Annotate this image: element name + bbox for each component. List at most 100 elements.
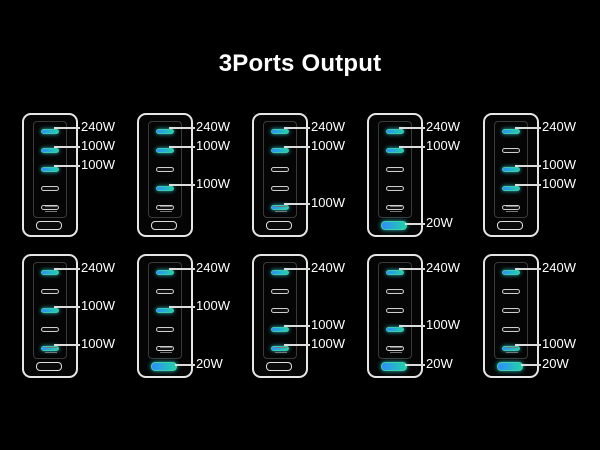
usb-c-port-icon (156, 167, 174, 172)
usb-c-port-icon (386, 129, 404, 134)
wattage-label: 240W (81, 119, 115, 134)
port-marking-icon (160, 206, 172, 212)
port-marking-icon (45, 206, 57, 212)
port-marking-icon (390, 206, 402, 212)
usb-c-port-icon (41, 270, 59, 275)
usb-c-port-icon (41, 289, 59, 294)
usb-c-port-icon (271, 167, 289, 172)
port-panel (148, 121, 182, 218)
leader-line (54, 146, 80, 148)
wattage-label: 20W (542, 356, 569, 371)
leader-line (54, 344, 80, 346)
charger-config: 240W 100W 100W (22, 254, 140, 379)
usb-a-port-icon (36, 221, 62, 230)
usb-c-port-icon (271, 186, 289, 191)
usb-c-port-icon (386, 308, 404, 313)
port-panel (33, 262, 67, 359)
usb-c-port-icon (271, 346, 289, 351)
charger-outline (22, 254, 78, 378)
leader-line (515, 165, 541, 167)
leader-line (515, 127, 541, 129)
port-panel (494, 262, 528, 359)
leader-line (284, 127, 310, 129)
usb-c-port-icon (502, 205, 520, 210)
usb-c-port-icon (271, 270, 289, 275)
usb-c-port-icon (386, 186, 404, 191)
usb-c-port-icon (156, 205, 174, 210)
charger-outline (483, 113, 539, 237)
usb-c-port-icon (386, 205, 404, 210)
usb-a-port-icon (266, 221, 292, 230)
wattage-label: 240W (311, 260, 345, 275)
port-panel (378, 262, 412, 359)
wattage-label: 100W (542, 157, 576, 172)
usb-c-port-icon (41, 129, 59, 134)
usb-c-port-icon (386, 327, 404, 332)
wattage-label: 100W (81, 298, 115, 313)
usb-c-port-icon (41, 308, 59, 313)
leader-line (54, 165, 80, 167)
usb-c-port-icon (156, 346, 174, 351)
leader-line (284, 146, 310, 148)
usb-c-port-icon (156, 289, 174, 294)
charger-outline (22, 113, 78, 237)
wattage-label: 100W (311, 195, 345, 210)
wattage-label: 240W (311, 119, 345, 134)
port-marking-icon (160, 347, 172, 353)
port-marking-icon (275, 206, 287, 212)
leader-line (284, 325, 310, 327)
wattage-label: 100W (196, 138, 230, 153)
page-title: 3Ports Output (218, 50, 382, 77)
wattage-label: 100W (311, 336, 345, 351)
leader-line (405, 223, 425, 225)
usb-a-port-icon (497, 221, 523, 230)
wattage-label: 100W (311, 138, 345, 153)
usb-c-port-icon (271, 308, 289, 313)
usb-c-port-icon (41, 167, 59, 172)
wattage-label: 100W (81, 336, 115, 351)
wattage-label: 240W (196, 260, 230, 275)
port-marking-icon (506, 347, 518, 353)
wattage-label: 240W (81, 260, 115, 275)
port-marking-icon (506, 206, 518, 212)
leader-line (169, 184, 195, 186)
port-panel (33, 121, 67, 218)
usb-c-port-icon (502, 289, 520, 294)
usb-c-port-icon (41, 148, 59, 153)
usb-c-port-icon (502, 346, 520, 351)
leader-line (399, 325, 425, 327)
wattage-label: 100W (196, 176, 230, 191)
leader-line (515, 344, 541, 346)
usb-a-port-icon (151, 362, 177, 371)
usb-a-port-icon (381, 362, 407, 371)
port-marking-icon (275, 347, 287, 353)
usb-a-port-icon (266, 362, 292, 371)
charger-outline (252, 254, 308, 378)
wattage-label: 240W (196, 119, 230, 134)
charger-outline (252, 113, 308, 237)
wattage-label: 240W (542, 119, 576, 134)
usb-c-port-icon (156, 270, 174, 275)
usb-c-port-icon (41, 346, 59, 351)
usb-c-port-icon (502, 270, 520, 275)
usb-c-port-icon (386, 167, 404, 172)
usb-c-port-icon (386, 148, 404, 153)
usb-c-port-icon (271, 129, 289, 134)
usb-a-port-icon (381, 221, 407, 230)
usb-c-port-icon (271, 148, 289, 153)
usb-a-port-icon (36, 362, 62, 371)
usb-c-port-icon (386, 289, 404, 294)
port-panel (263, 121, 297, 218)
usb-c-port-icon (502, 129, 520, 134)
usb-c-port-icon (386, 346, 404, 351)
wattage-label: 100W (196, 298, 230, 313)
port-panel (148, 262, 182, 359)
leader-line (399, 146, 425, 148)
usb-c-port-icon (271, 205, 289, 210)
leader-line (284, 203, 310, 205)
leader-line (521, 364, 541, 366)
